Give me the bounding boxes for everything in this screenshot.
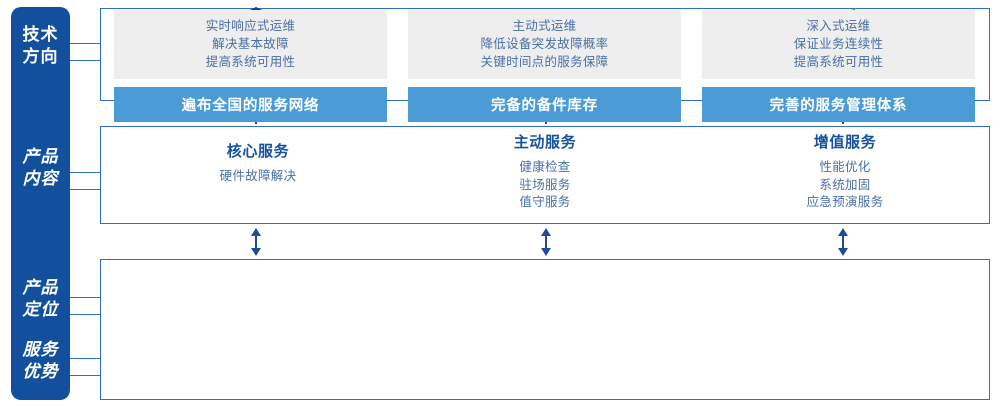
product-column-title: 主动服务 (513, 134, 577, 151)
rail-label-service-advantage: 服务 优势 (11, 339, 70, 383)
product-column-core-service[interactable]: 核心服务 硬件故障解决 (133, 140, 383, 186)
positioning-line: 深入式运维 (806, 19, 871, 33)
positioning-line: 实时响应式运维 (205, 19, 296, 33)
positioning-line: 主动式运维 (512, 19, 577, 33)
connector-stub (70, 43, 101, 44)
panel-product-content (100, 126, 990, 224)
positioning-line: 保证业务连续性 (793, 37, 884, 51)
connector-stub (70, 375, 101, 376)
service-advantage-1[interactable]: 遍布全国的服务网络 (114, 87, 387, 122)
product-column-value-added-service[interactable]: 增值服务 性能优化 系统加固 应急预演服务 (720, 131, 970, 212)
panel-product-positioning (100, 259, 990, 400)
product-item: 健康检查 (519, 160, 571, 174)
connector-stub (70, 60, 101, 61)
product-item: 系统加固 (819, 177, 871, 192)
rail-label-line: 服务 (22, 340, 59, 359)
connector-stub (70, 358, 101, 359)
rail-label-line: 定位 (22, 300, 59, 319)
rail-label-line: 优势 (22, 362, 59, 381)
service-advantage-2[interactable]: 完备的备件库存 (408, 87, 681, 122)
connector-stub (70, 189, 101, 190)
rail-label-line: 产品 (22, 278, 59, 297)
positioning-line: 提高系统可用性 (205, 55, 296, 69)
connector-stub (70, 172, 101, 173)
rail-label-tech-direction: 技术 方向 (11, 24, 70, 68)
rail-label-line: 方向 (22, 47, 59, 66)
service-advantage-3[interactable]: 完善的服务管理体系 (702, 87, 975, 122)
positioning-description-1: 实时响应式运维 解决基本故障 提高系统可用性 (114, 10, 387, 79)
product-item: 值守服务 (519, 195, 571, 209)
product-column-proactive-service[interactable]: 主动服务 健康检查 驻场服务 值守服务 (420, 131, 670, 212)
product-item: 应急预演服务 (806, 195, 884, 209)
product-column-title: 核心服务 (226, 143, 290, 160)
positioning-line: 关键时间点的服务保障 (480, 55, 609, 69)
rail-label-line: 内容 (22, 169, 59, 188)
rail-label-product-positioning: 产品 定位 (11, 277, 70, 321)
rail-label-product-content: 产品 内容 (11, 146, 70, 190)
rail-label-line: 技术 (22, 25, 59, 44)
positioning-line: 降低设备突发故障概率 (480, 37, 609, 51)
connector-stub (70, 297, 101, 298)
positioning-column-1[interactable]: 实时响应式运维 解决基本故障 提高系统可用性 遍布全国的服务网络 (114, 10, 387, 122)
positioning-description-3: 深入式运维 保证业务连续性 提高系统可用性 (702, 10, 975, 79)
positioning-description-2: 主动式运维 降低设备突发故障概率 关键时间点的服务保障 (408, 10, 681, 79)
category-rail (11, 7, 70, 400)
positioning-column-3[interactable]: 深入式运维 保证业务连续性 提高系统可用性 完善的服务管理体系 (702, 10, 975, 122)
arrow-double-value-added (836, 228, 850, 256)
arrow-double-core (249, 228, 263, 256)
product-item: 性能优化 (819, 160, 871, 174)
product-column-title: 增值服务 (813, 134, 877, 151)
positioning-column-2[interactable]: 主动式运维 降低设备突发故障概率 关键时间点的服务保障 完备的备件库存 (408, 10, 681, 122)
product-item: 驻场服务 (519, 177, 571, 192)
positioning-line: 提高系统可用性 (793, 55, 884, 69)
positioning-line: 解决基本故障 (212, 37, 289, 51)
rail-label-line: 产品 (22, 147, 59, 166)
connector-stub (70, 314, 101, 315)
product-item: 硬件故障解决 (219, 169, 297, 183)
arrow-double-proactive (539, 228, 553, 256)
